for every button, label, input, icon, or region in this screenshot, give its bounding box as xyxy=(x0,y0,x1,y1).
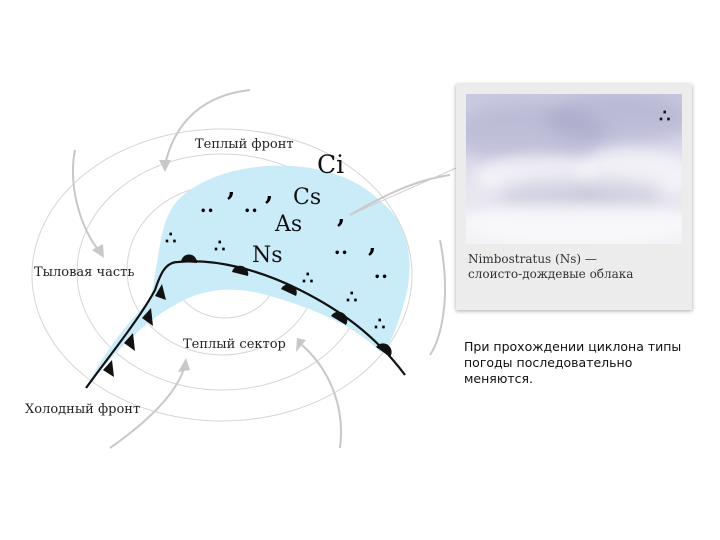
heavy-rain-symbol: ∴ xyxy=(659,108,670,126)
caption-line-1: Nimbostratus (Ns) — xyxy=(468,252,633,267)
photo-caption: Nimbostratus (Ns) — слоисто-дождевые обл… xyxy=(468,252,633,282)
caption-line-2: слоисто-дождевые облака xyxy=(468,267,633,282)
note-text: При прохождении циклона типы погоды посл… xyxy=(464,339,690,387)
photo-card: ∴ Nimbostratus (Ns) — слоисто-дождевые о… xyxy=(456,84,692,310)
nimbostratus-photo: ∴ xyxy=(466,94,682,244)
